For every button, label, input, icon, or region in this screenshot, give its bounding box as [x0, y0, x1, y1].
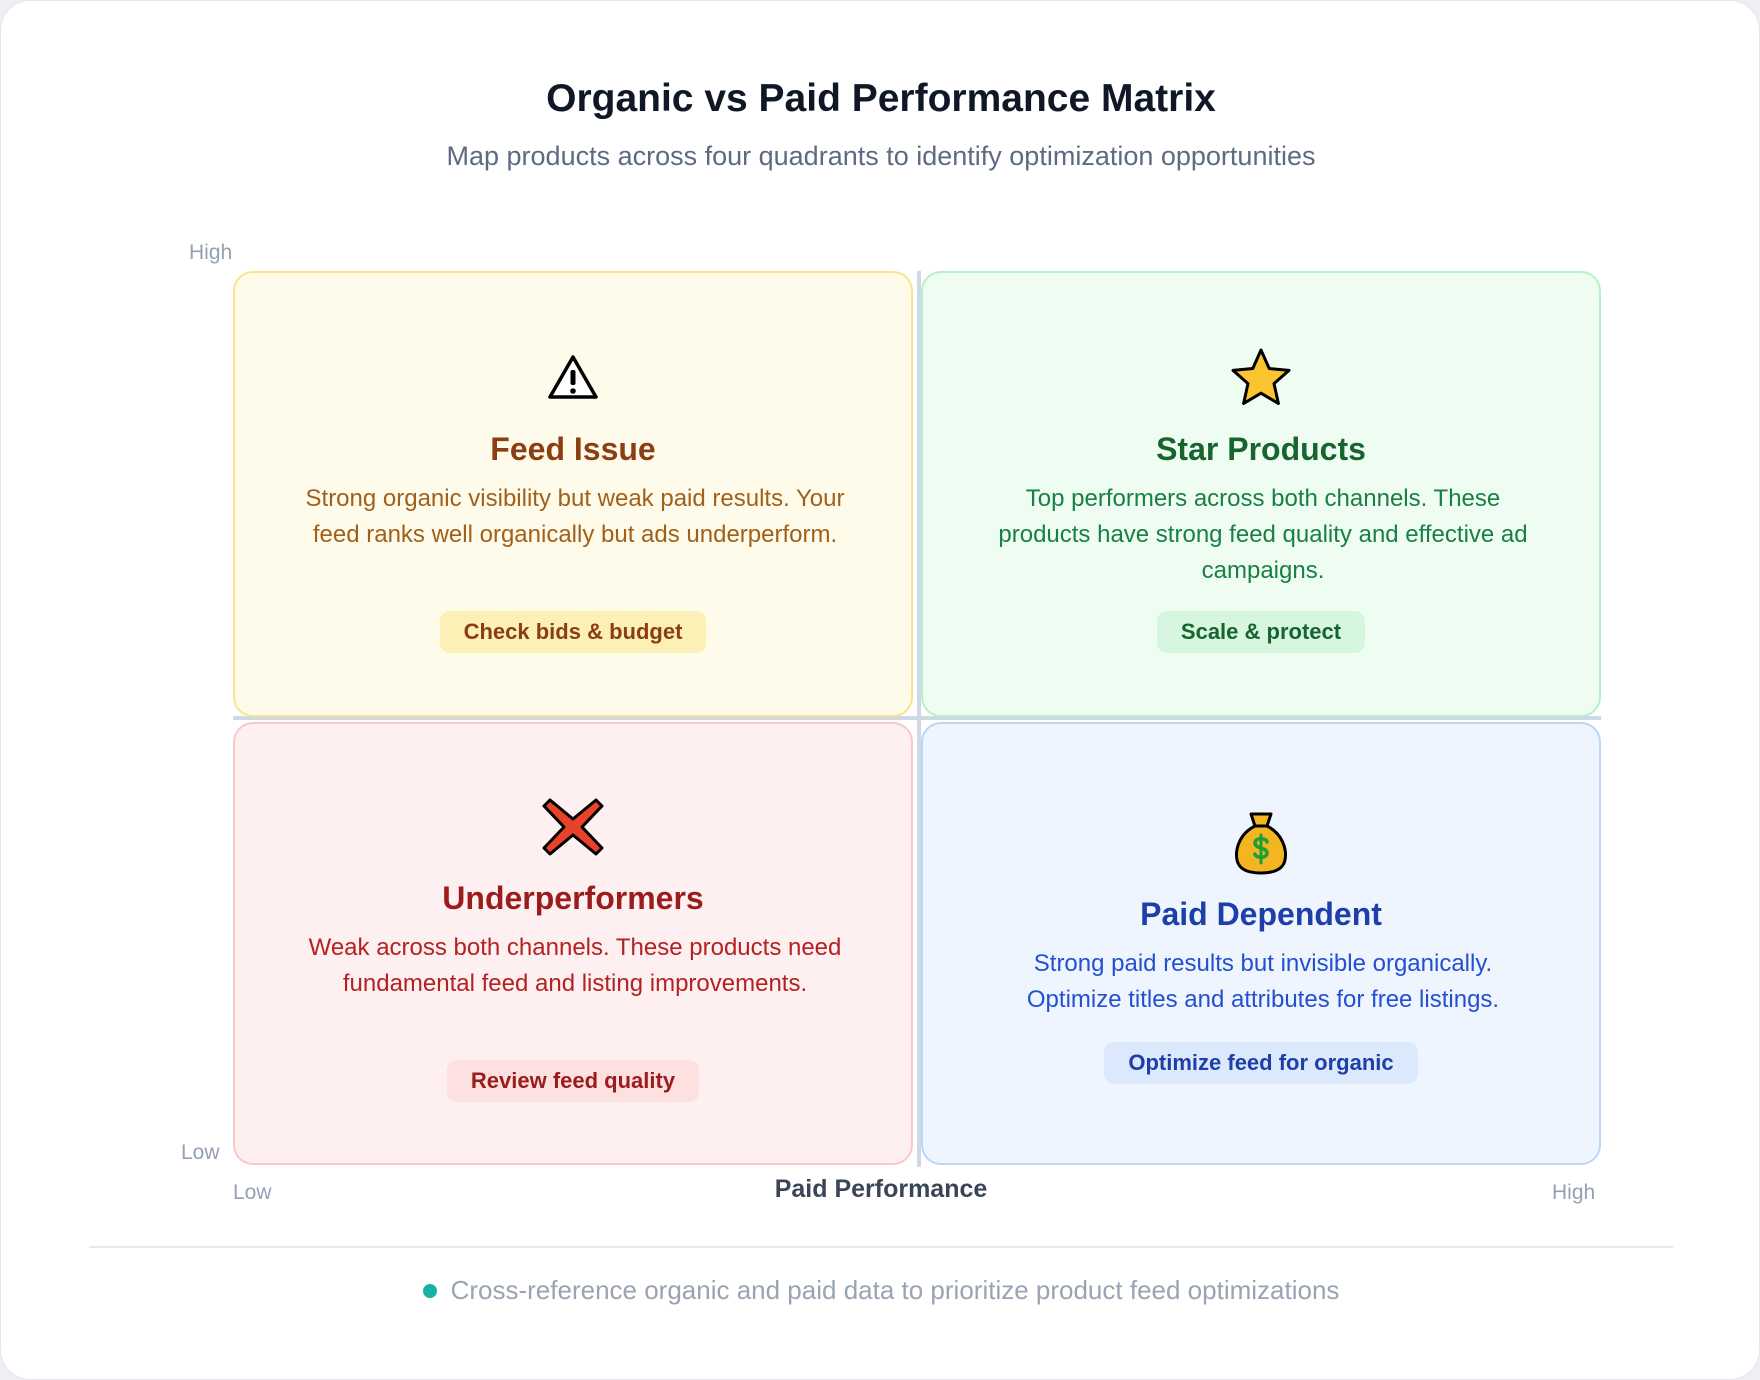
y-axis-high-label: High [189, 241, 233, 264]
footer-note: Cross-reference organic and paid data to… [450, 1275, 1340, 1305]
quadrant-title: Star Products [1156, 431, 1366, 467]
quadrant-description: Strong organic visibility but weak paid … [305, 485, 845, 548]
quadrant-feed-issue: Feed Issue Strong organic visibility but… [233, 271, 913, 717]
page-title: Organic vs Paid Performance Matrix [546, 77, 1216, 120]
quadrant-title: Paid Dependent [1140, 896, 1382, 932]
quadrant-title: Feed Issue [490, 431, 656, 467]
review-feed-button[interactable]: Review feed quality [446, 1060, 700, 1102]
money-bag-icon [923, 810, 1599, 875]
y-axis-low-label: Low [181, 1141, 220, 1164]
check-bids-button[interactable]: Check bids & budget [439, 611, 707, 653]
status-dot-icon [422, 1283, 437, 1298]
cross-icon [235, 796, 911, 860]
quadrant-description: Strong paid results but invisible organi… [1026, 950, 1500, 1013]
horizontal-divider [233, 716, 1601, 720]
footer-divider [89, 1246, 1673, 1248]
footer: Cross-reference organic and paid data to… [1, 1275, 1760, 1306]
quadrant-star-products: Star Products Top performers across both… [921, 271, 1601, 717]
quadrant-title: Underperformers [442, 880, 704, 916]
quadrant-description: Weak across both channels. These product… [308, 934, 842, 997]
scale-protect-button[interactable]: Scale & protect [1156, 611, 1366, 653]
x-axis-low-label: Low [233, 1181, 272, 1204]
page-subtitle: Map products across four quadrants to id… [446, 141, 1316, 171]
quadrant-description: Top performers across both channels. The… [998, 485, 1528, 584]
warning-icon [235, 353, 911, 417]
quadrant-underperformers: Underperformers Weak across both channel… [233, 722, 913, 1165]
optimize-feed-button[interactable]: Optimize feed for organic [1104, 1042, 1418, 1084]
star-icon [923, 347, 1599, 411]
quadrant-paid-dependent: Paid Dependent Strong paid results but i… [921, 722, 1601, 1165]
x-axis-title: Paid Performance [774, 1175, 988, 1203]
x-axis-high-label: High [1552, 1181, 1596, 1204]
